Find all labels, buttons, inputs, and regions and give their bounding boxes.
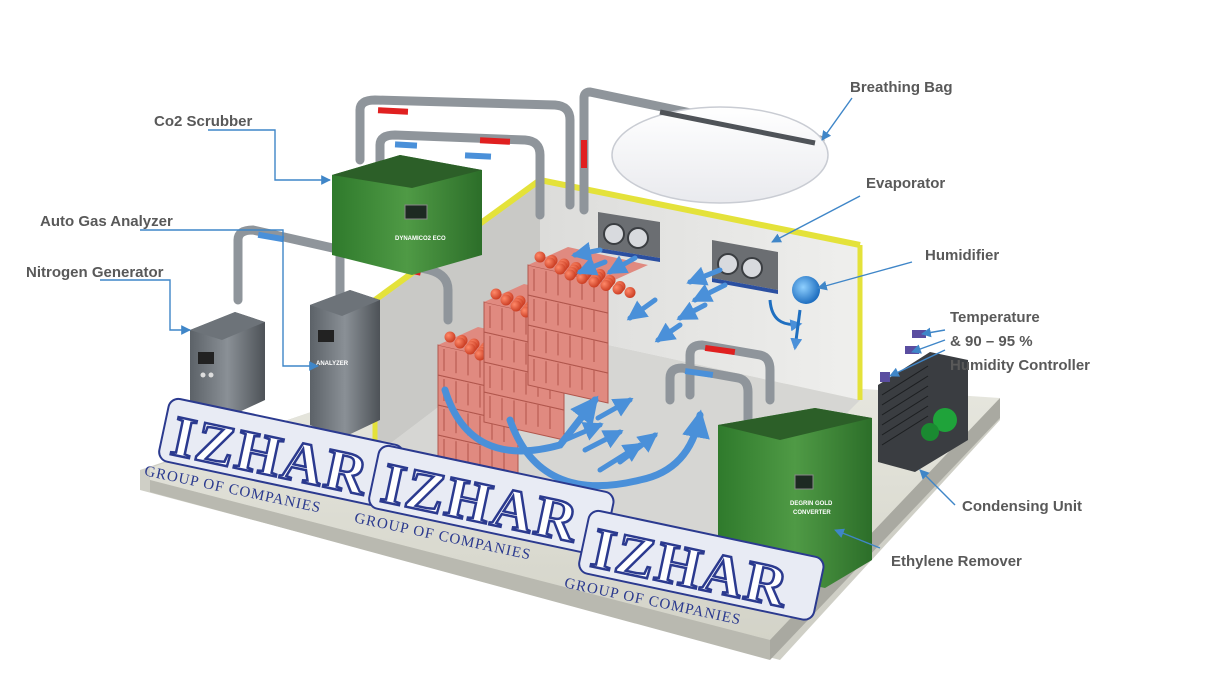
evaporator-right [712, 240, 778, 294]
breathing-bag [611, 106, 829, 204]
label-temperature-3: Humidity Controller [950, 357, 1090, 374]
label-temperature-1: Temperature [950, 309, 1040, 326]
label-nitrogen-generator: Nitrogen Generator [26, 264, 164, 281]
tomato [612, 283, 624, 295]
condensing-unit [878, 352, 968, 472]
callout-labels: Breathing Bag Co2 Scrubber Evaporator Au… [26, 79, 1090, 570]
co2-unit-marking: DYNAMICO2 ECO [395, 236, 446, 242]
label-breathing-bag: Breathing Bag [850, 79, 953, 96]
tomato [588, 276, 600, 288]
label-co2-scrubber: Co2 Scrubber [154, 113, 253, 130]
label-condensing-unit: Condensing Unit [962, 498, 1082, 515]
ethylene-unit-marking-2: CONVERTER [793, 510, 831, 516]
auto-gas-analyzer-unit: ANALYZER [310, 290, 380, 438]
label-auto-gas-analyzer: Auto Gas Analyzer [40, 213, 173, 230]
callout-leaders [100, 97, 956, 549]
tomato [554, 263, 566, 275]
label-evaporator: Evaporator [866, 175, 945, 192]
label-humidifier: Humidifier [925, 247, 999, 264]
humidifier-unit [768, 276, 820, 351]
tomato [624, 287, 636, 298]
tomato [544, 257, 556, 269]
tomato [600, 280, 612, 291]
airflow-arrows [441, 242, 728, 490]
tomato [564, 269, 576, 281]
tomato [490, 288, 502, 300]
analyzer-unit-marking: ANALYZER [316, 361, 349, 367]
label-temperature-2: & 90 – 95 % [950, 333, 1033, 350]
tomato [500, 294, 512, 306]
izhar-branding: IZHAR GROUP OF COMPANIES IZHAR GROUP OF … [143, 397, 825, 629]
ethylene-remover-unit: DEGRIN GOLD CONVERTER [718, 408, 872, 588]
tomato [534, 251, 546, 263]
nitrogen-generator-unit [190, 312, 265, 420]
evaporator-units [598, 212, 778, 294]
tomato [464, 343, 476, 355]
tomato [444, 331, 456, 343]
tomato [510, 300, 522, 312]
evaporator-left [598, 212, 660, 262]
tomato [454, 337, 466, 349]
tomato [474, 349, 486, 361]
label-ethylene-remover: Ethylene Remover [891, 553, 1022, 570]
tomato [576, 273, 588, 284]
ethylene-unit-marking-1: DEGRIN GOLD [790, 501, 833, 507]
co2-scrubber-unit: DYNAMICO2 ECO [332, 155, 482, 275]
